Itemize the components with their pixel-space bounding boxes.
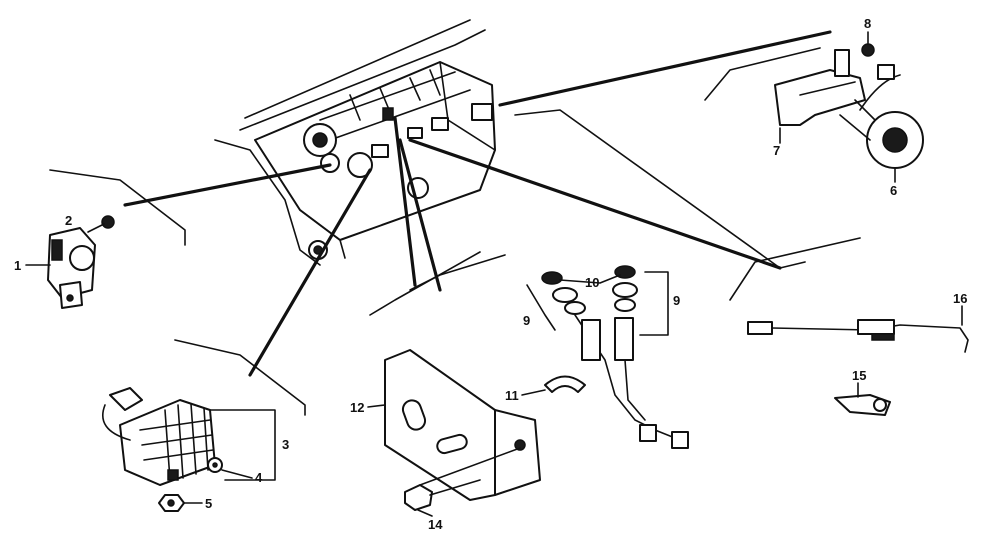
grommet-icon (834, 394, 891, 416)
callouts: 1 2 3 4 5 6 7 8 9 9 10 11 12 14 15 16 (14, 16, 967, 532)
callout-4: 4 (255, 470, 263, 485)
callout-14: 14 (428, 517, 443, 532)
bolt-icon (861, 43, 875, 57)
callout-16: 16 (953, 291, 967, 306)
wire-harness-icon (574, 314, 689, 449)
callout-6: 6 (890, 183, 897, 198)
callout-3: 3 (282, 437, 289, 452)
terminal-icon (207, 457, 223, 473)
callout-7: 7 (773, 143, 780, 158)
bolt-icon (87, 215, 115, 233)
horn-icon (102, 387, 216, 486)
callout-10: 10 (585, 275, 599, 290)
frame-assembly (214, 19, 496, 266)
leader-lines (49, 30, 861, 416)
nut-icon (158, 494, 185, 512)
speaker-horn-icon (839, 64, 924, 169)
callout-15: 15 (852, 368, 866, 383)
cable-icon (747, 319, 969, 353)
callout-5: 5 (205, 496, 212, 511)
cover-icon (774, 49, 866, 126)
washer-icon (541, 265, 638, 315)
callout-12: 12 (350, 400, 364, 415)
relay-icon (47, 227, 96, 309)
callout-11: 11 (505, 388, 519, 403)
callout-2: 2 (65, 213, 72, 228)
callout-9-left: 9 (523, 313, 530, 328)
bracket-icon (384, 349, 541, 501)
callout-9-right: 9 (673, 293, 680, 308)
callout-1: 1 (14, 258, 21, 273)
callout-8: 8 (864, 16, 871, 31)
clip-icon (544, 375, 586, 393)
